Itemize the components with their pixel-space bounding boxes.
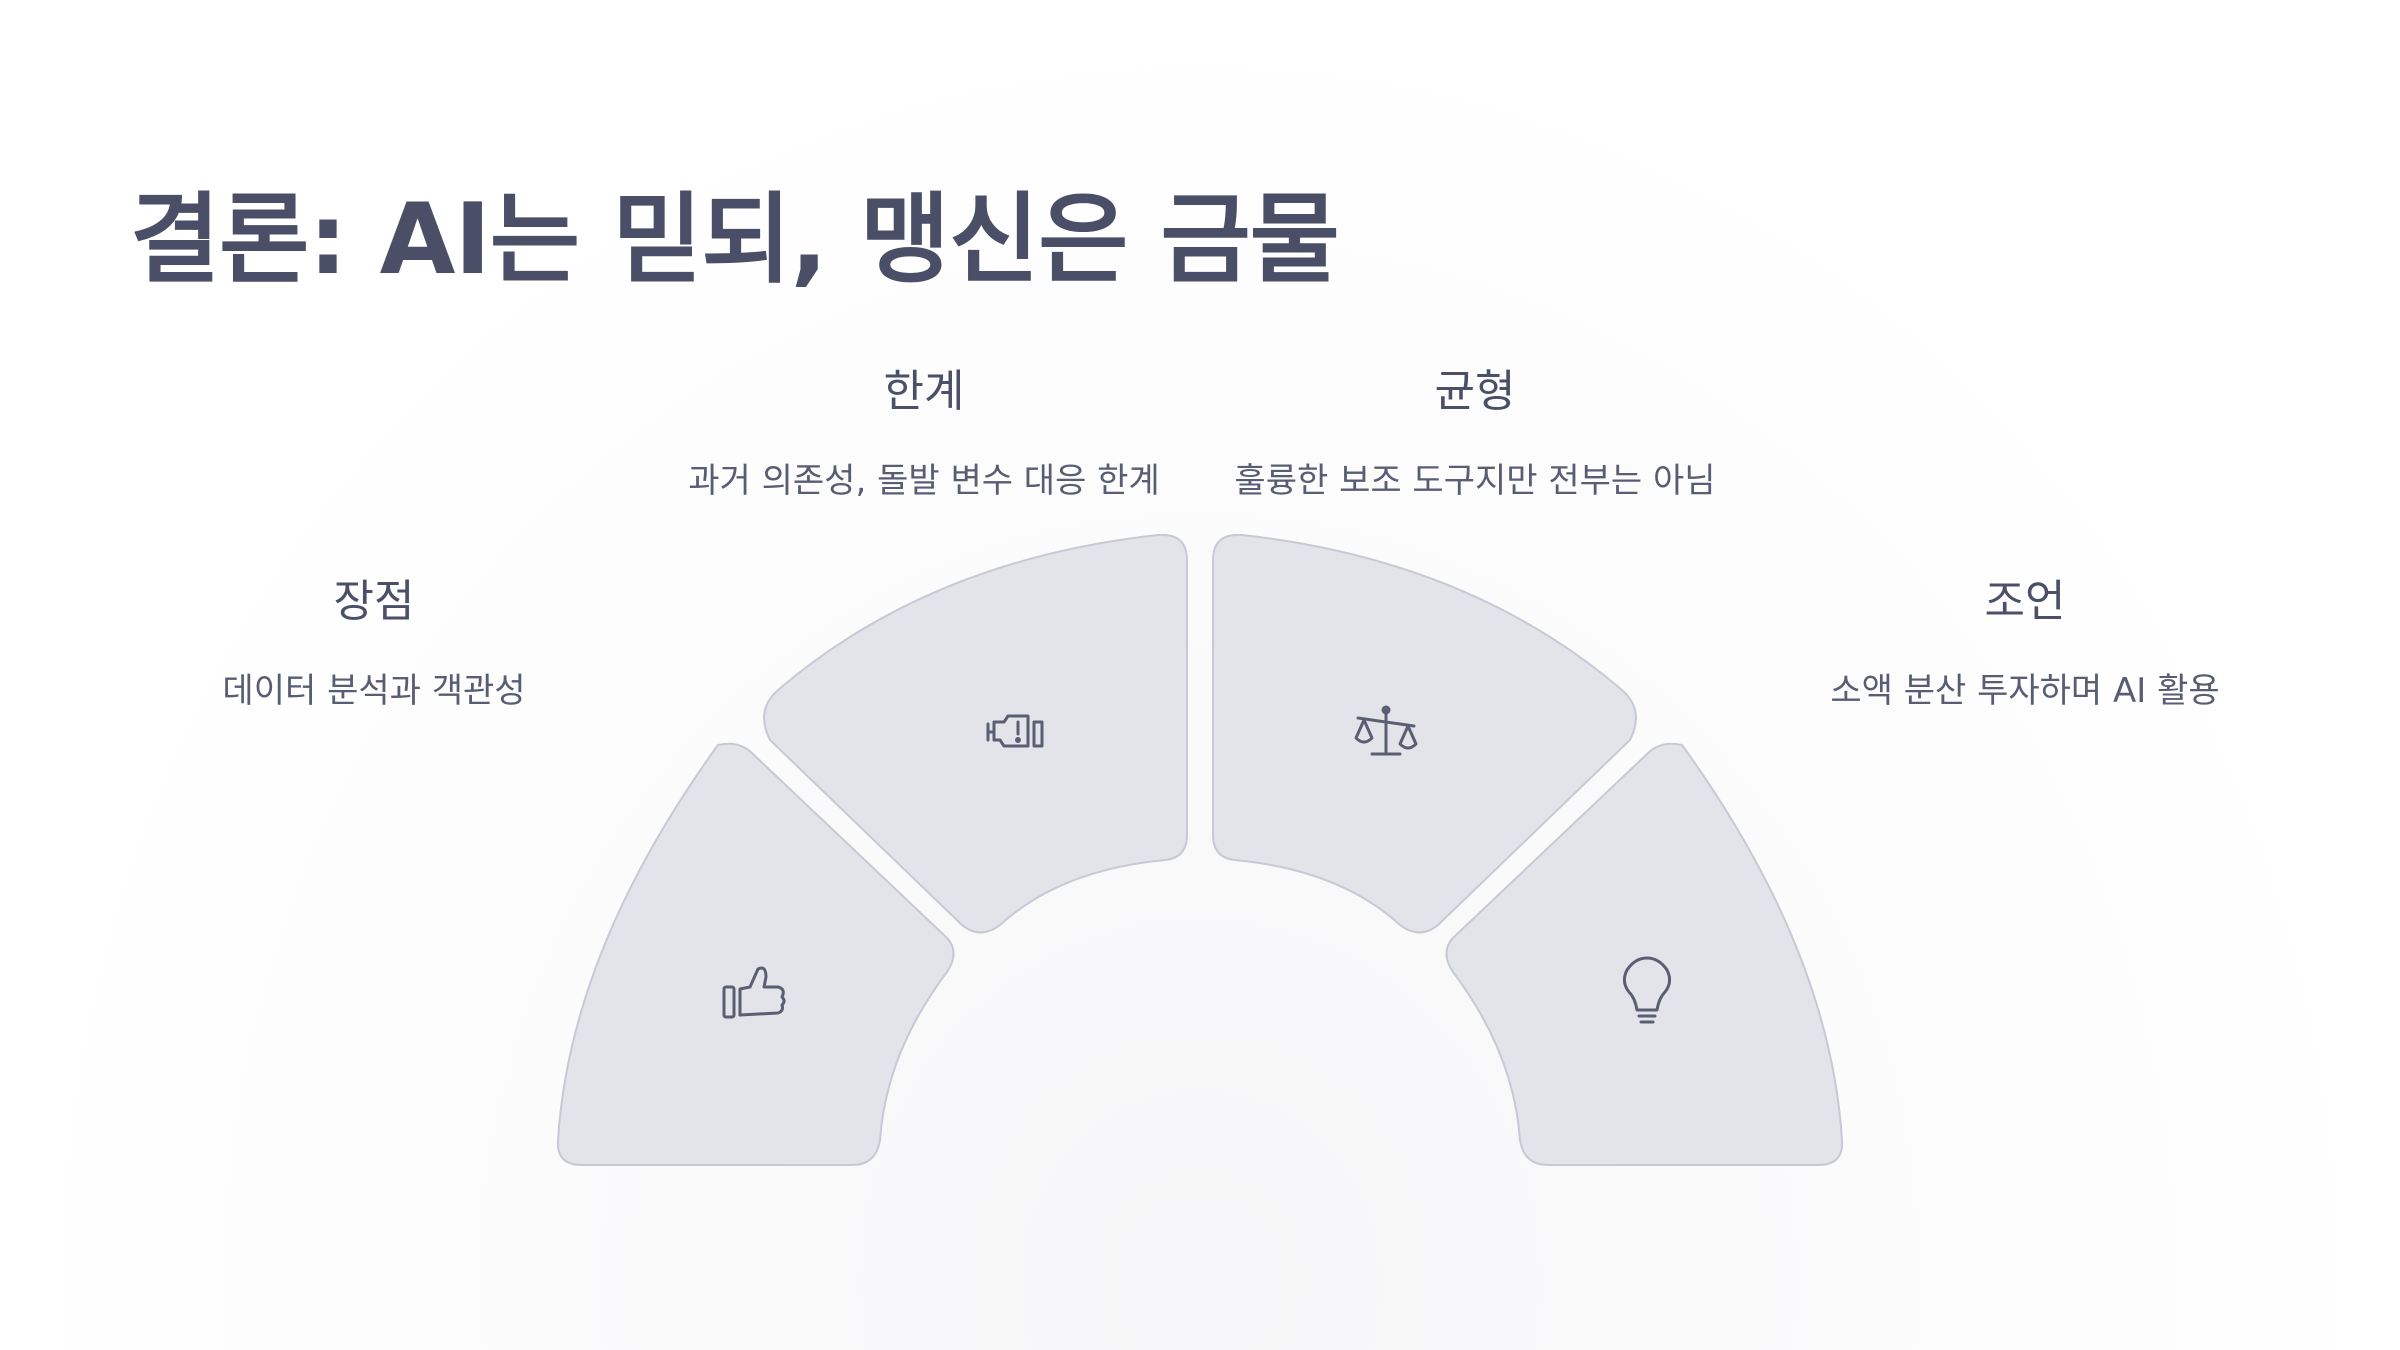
segment-limits[interactable] bbox=[763, 533, 1188, 934]
caption-limits: 한계 과거 의존성, 돌발 변수 대응 한계 bbox=[688, 355, 1160, 502]
caption-title: 균형 bbox=[1434, 366, 1516, 417]
caption-description: 소액 분산 투자하며 AI 활용 bbox=[1830, 671, 2220, 711]
thumbs-up-icon bbox=[722, 966, 786, 1019]
lightbulb-icon bbox=[1622, 956, 1672, 1024]
caption-description: 과거 의존성, 돌발 변수 대응 한계 bbox=[688, 461, 1160, 501]
caption-description: 훌륭한 보조 도구지만 전부는 아님 bbox=[1234, 461, 1716, 501]
caption-advice: 조언 소액 분산 투자하며 AI 활용 bbox=[1830, 565, 2219, 712]
caption-description: 데이터 분석과 객관성 bbox=[222, 671, 526, 711]
segment-balance[interactable] bbox=[1212, 533, 1637, 934]
page-title: 결론: AI는 믿되, 맹신은 금물 bbox=[130, 183, 1340, 297]
caption-strengths: 장점 데이터 분석과 객관성 bbox=[222, 565, 525, 712]
caption-title: 장점 bbox=[333, 576, 415, 627]
caption-title: 한계 bbox=[883, 366, 965, 417]
segment-advice[interactable] bbox=[1445, 742, 1844, 1166]
caption-title: 조언 bbox=[1984, 576, 2066, 627]
scale-icon bbox=[1354, 705, 1418, 756]
engine-warning-icon bbox=[986, 714, 1044, 748]
segment-strengths[interactable] bbox=[556, 742, 955, 1166]
caption-balance: 균형 훌륭한 보조 도구지만 전부는 아님 bbox=[1234, 355, 1715, 502]
